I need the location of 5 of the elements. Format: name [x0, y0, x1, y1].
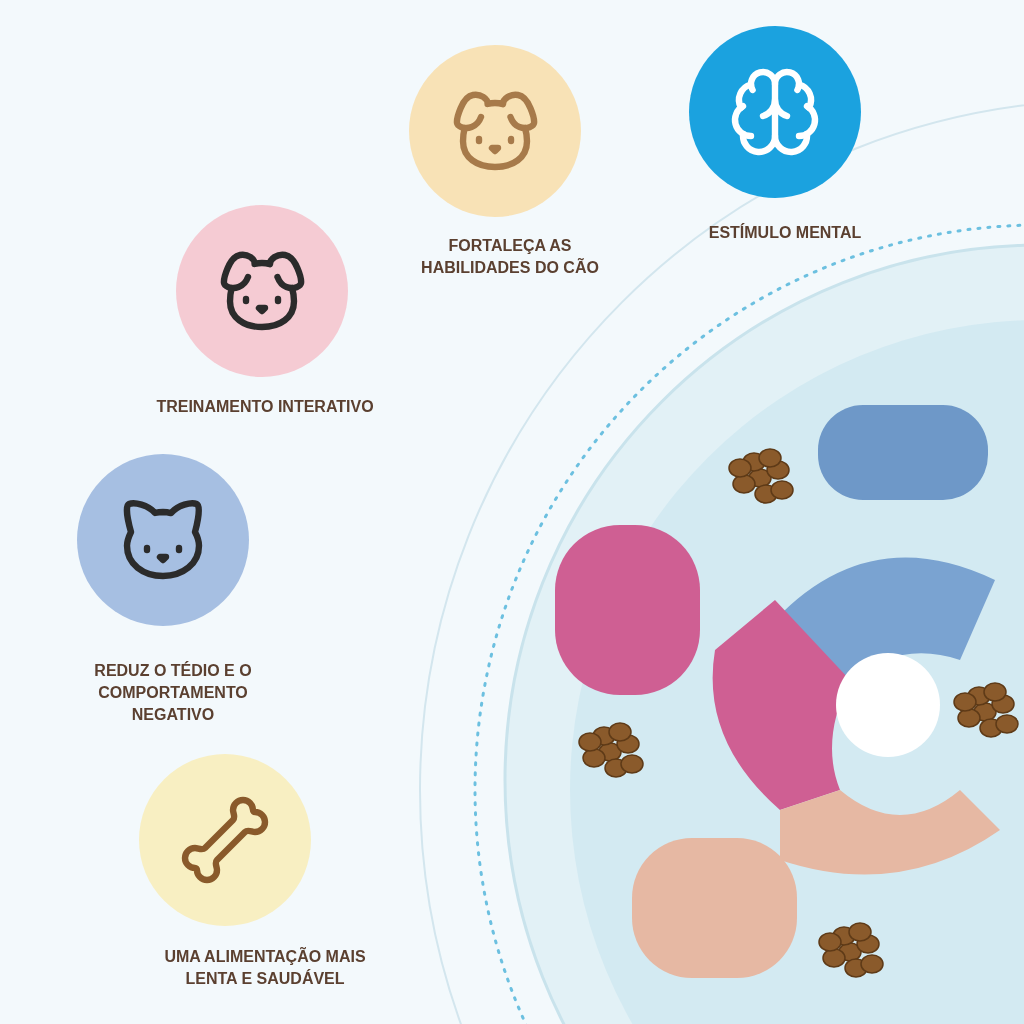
benefit-caption: ESTÍMULO MENTAL: [707, 222, 863, 243]
benefit-caption: FORTALEÇA AS HABILIDADES DO CÃO: [420, 236, 600, 278]
benefit-caption: REDUZ O TÉDIO E O COMPORTAMENTO NEGATIVO: [93, 660, 253, 725]
benefit-caption: UMA ALIMENTAÇÃO MAIS LENTA E SAUDÁVEL: [163, 946, 367, 989]
benefit-caption: TREINAMENTO INTERATIVO: [155, 397, 375, 417]
